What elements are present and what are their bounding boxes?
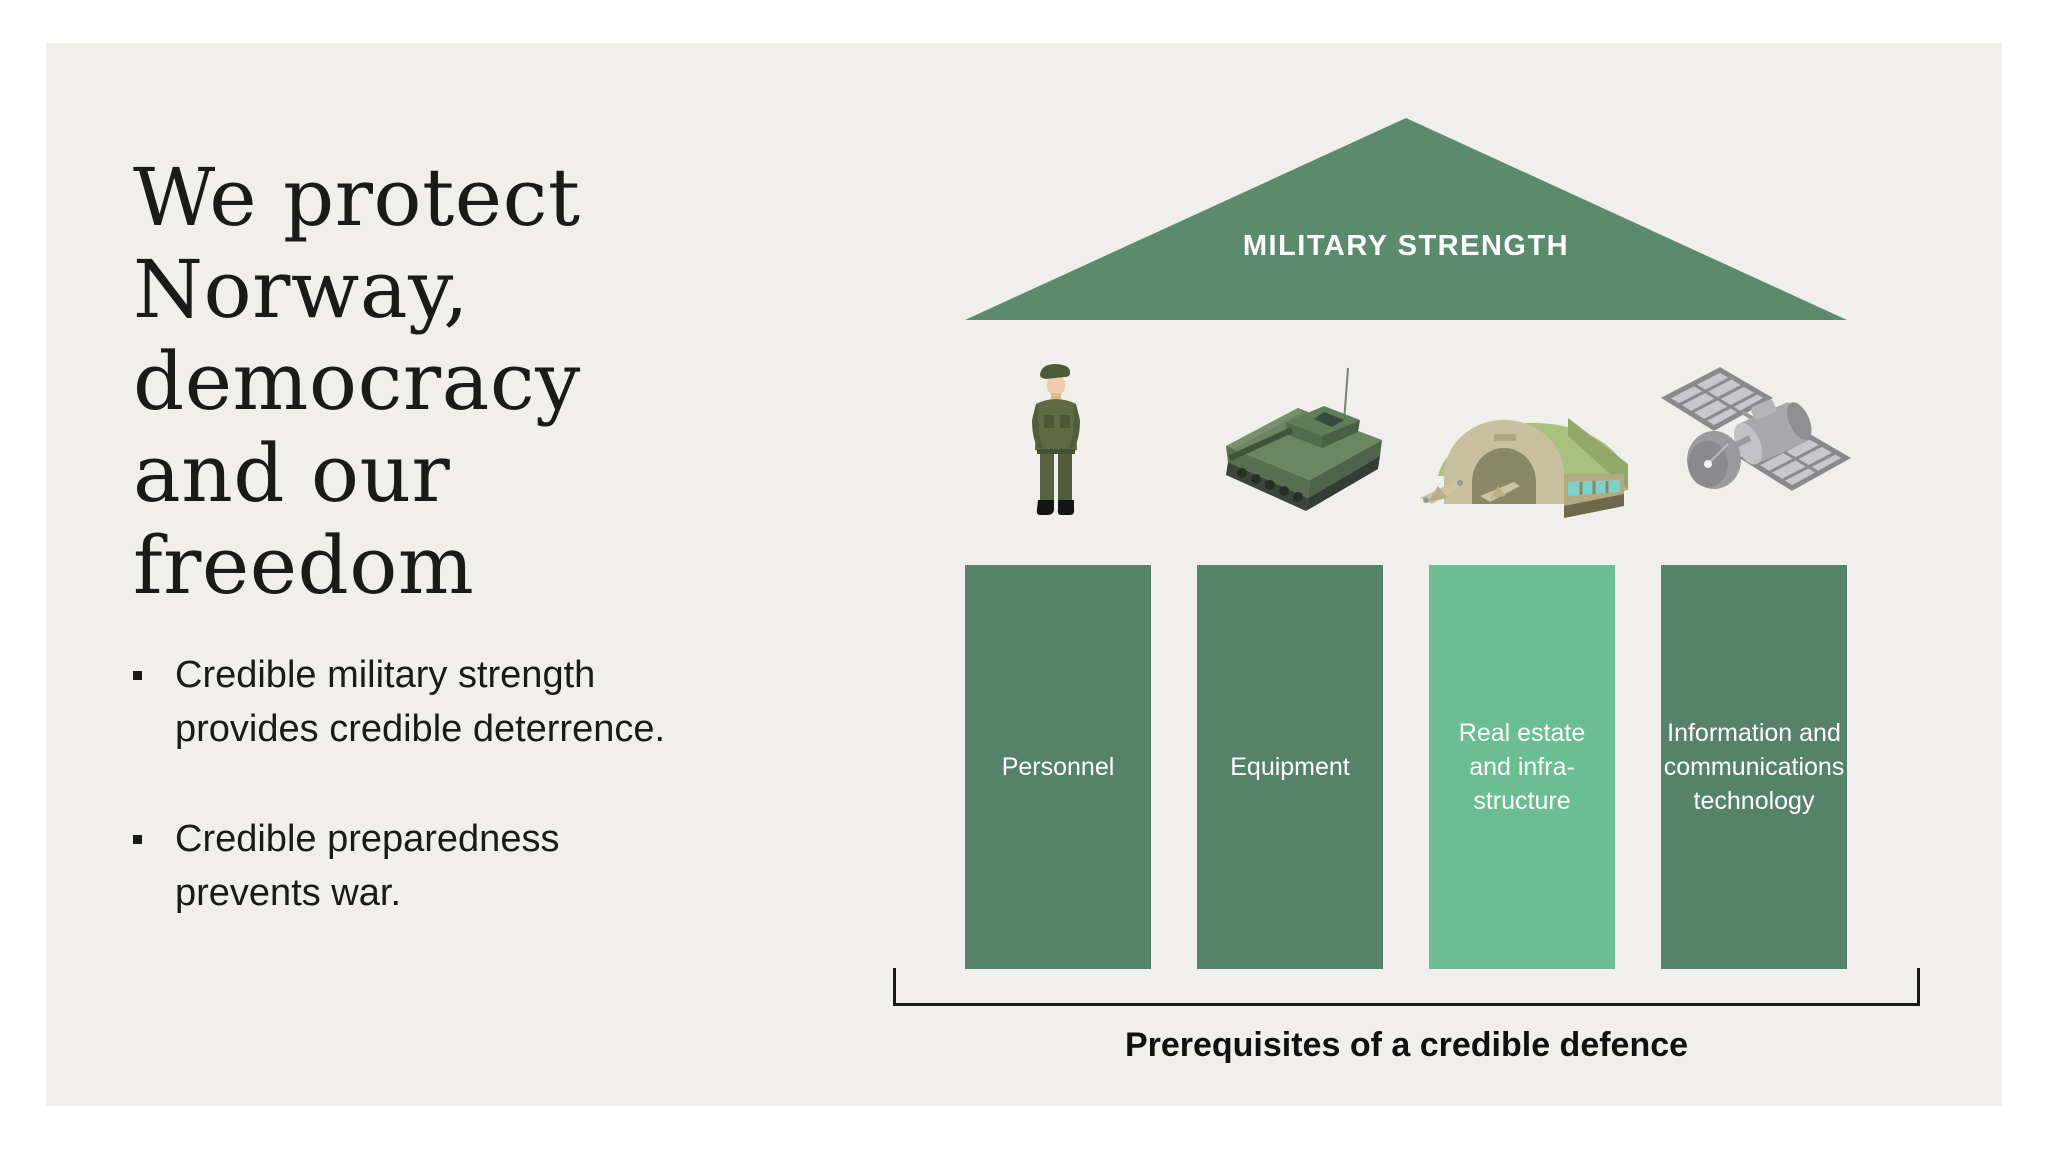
brace-bracket (893, 968, 1920, 1006)
page-title: We protect Norway, democracy and our fre… (133, 150, 581, 612)
list-item: Credible military strength provides cred… (133, 648, 733, 756)
pillar-ict: Information and communications technolog… (1661, 565, 1847, 969)
list-item: Credible preparedness prevents war. (133, 812, 733, 920)
soldier-icon (1032, 364, 1080, 515)
pillar-label: Equipment (1230, 753, 1350, 781)
bullet-text: Credible preparedness prevents war. (175, 818, 560, 914)
square-bullet-icon (133, 835, 142, 844)
pillar-equipment: Equipment (1197, 565, 1383, 969)
pillar-label: Personnel (1001, 753, 1115, 781)
square-bullet-icon (133, 671, 142, 680)
pillar-label: Real estate and infra- structure (1458, 719, 1586, 815)
bullet-text: Credible military strength provides cred… (175, 654, 666, 750)
pillar-personnel: Personnel (965, 565, 1151, 969)
bullet-list: Credible military strength provides cred… (133, 648, 733, 976)
roof-label: MILITARY STRENGTH (1242, 230, 1570, 262)
hangar-icon (1420, 418, 1628, 518)
armored-vehicle-icon (1226, 367, 1382, 511)
diagram-caption: Prerequisites of a credible defence (1124, 1026, 1689, 1064)
satellite-icon (1660, 367, 1852, 491)
pillar-real-estate: Real estate and infra- structure (1429, 565, 1615, 969)
pillar-label: Information and communications technolog… (1663, 719, 1845, 815)
